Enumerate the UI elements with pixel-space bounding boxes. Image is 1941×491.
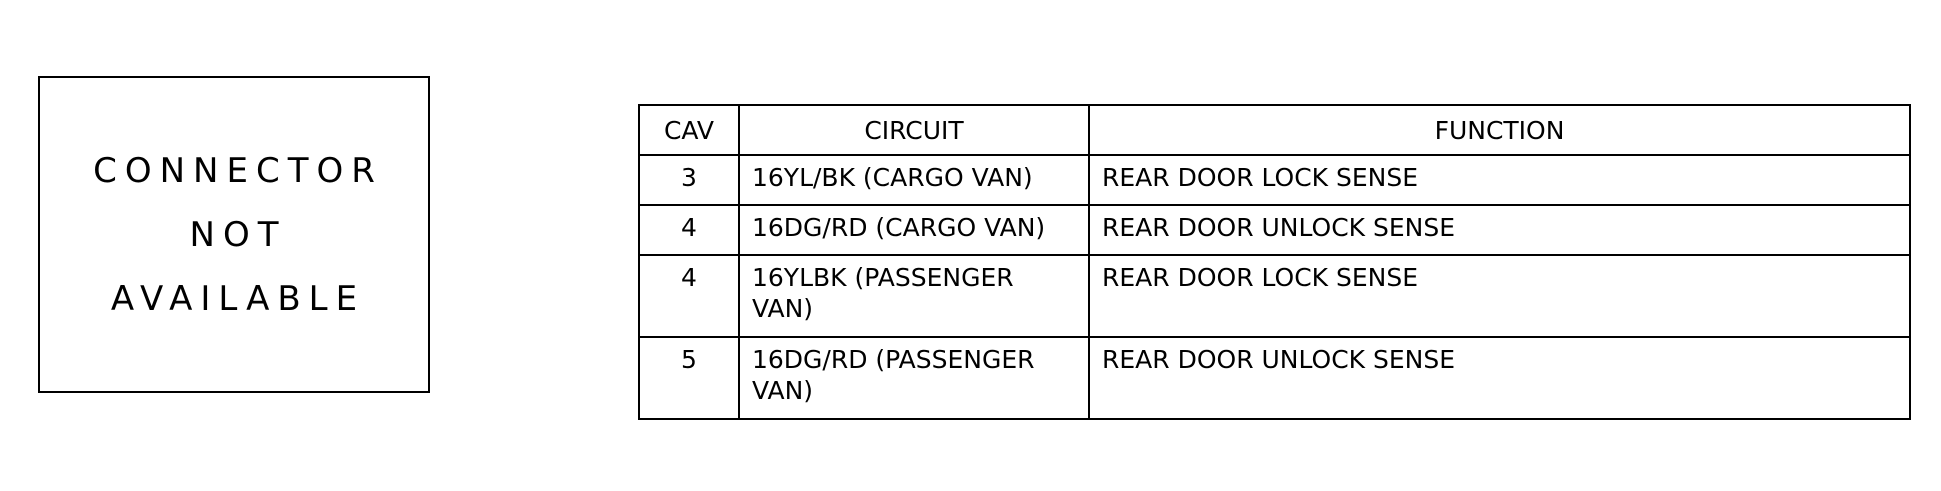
cell-circuit: 16YL/BK (CARGO VAN): [738, 154, 1090, 206]
cell-circuit: 16YLBK (PASSENGER VAN): [738, 254, 1090, 338]
header-circuit: CIRCUIT: [738, 104, 1090, 156]
table-row: 4 16YLBK (PASSENGER VAN) REAR DOOR LOCK …: [638, 254, 1911, 338]
header-function: FUNCTION: [1088, 104, 1911, 156]
connector-label-line-3: AVAILABLE: [110, 278, 366, 319]
table-row: 4 16DG/RD (CARGO VAN) REAR DOOR UNLOCK S…: [638, 204, 1911, 256]
table-row: 3 16YL/BK (CARGO VAN) REAR DOOR LOCK SEN…: [638, 154, 1911, 206]
cell-circuit: 16DG/RD (PASSENGER VAN): [738, 336, 1090, 420]
cell-circuit: 16DG/RD (CARGO VAN): [738, 204, 1090, 256]
cell-cav: 4: [638, 204, 740, 256]
connector-label-line-2: NOT: [189, 214, 287, 255]
table-header-row: CAV CIRCUIT FUNCTION: [638, 104, 1911, 156]
cell-function: REAR DOOR UNLOCK SENSE: [1088, 336, 1911, 420]
connector-label-line-1: CONNECTOR: [93, 150, 383, 191]
cell-cav: 3: [638, 154, 740, 206]
cell-cav: 5: [638, 336, 740, 420]
table-row: 5 16DG/RD (PASSENGER VAN) REAR DOOR UNLO…: [638, 336, 1911, 420]
cell-function: REAR DOOR UNLOCK SENSE: [1088, 204, 1911, 256]
pinout-table: CAV CIRCUIT FUNCTION 3 16YL/BK (CARGO VA…: [638, 104, 1911, 420]
cell-function: REAR DOOR LOCK SENSE: [1088, 254, 1911, 338]
cell-function: REAR DOOR LOCK SENSE: [1088, 154, 1911, 206]
header-cav: CAV: [638, 104, 740, 156]
connector-placeholder: CONNECTOR NOT AVAILABLE: [38, 76, 430, 393]
cell-cav: 4: [638, 254, 740, 338]
